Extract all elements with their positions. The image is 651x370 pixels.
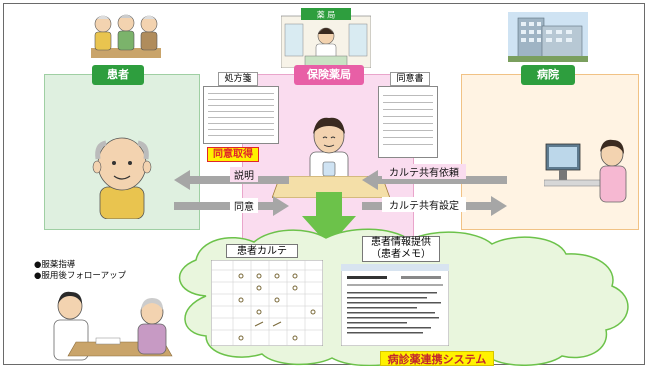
guidance-item-medication: ●服薬指導 — [34, 260, 76, 270]
pharmacist-consultation-illustration — [53, 291, 173, 361]
down-arrow-to-system — [302, 192, 356, 246]
left-flow-top-label: 説明 — [230, 167, 258, 182]
prescription-label: 処方箋 — [218, 72, 258, 86]
prescription-document — [203, 86, 279, 144]
right-flow-top-label: カルテ共有依頼 — [382, 164, 466, 179]
hospital-building-illustration — [508, 12, 588, 62]
pharmacy-storefront-illustration: 薬 局 — [281, 8, 371, 68]
pharmacy-sign: 薬 局 — [317, 10, 336, 20]
left-flow-bottom-label: 同意 — [230, 198, 258, 213]
pharmacist-illustration — [309, 117, 349, 183]
patient-info-title-line2: （患者メモ） — [371, 249, 431, 260]
consent-form-label: 同意書 — [390, 72, 430, 86]
hospital-staff-computer-illustration — [544, 139, 627, 203]
consent-badge: 同意取得 — [207, 147, 259, 162]
counter-desk — [272, 176, 390, 198]
guidance-list: ●服薬指導 ●服用後フォローアップ — [34, 260, 126, 282]
pharmacy-label: 保険薬局 — [294, 65, 364, 85]
patient-memo-screen — [341, 264, 449, 346]
diagram-frame: 薬 局 患者 保険薬局 病院 処方箋 同意取得 同意書 — [3, 3, 645, 366]
system-name-label: 病診薬連携システム — [380, 351, 494, 366]
hospital-label: 病院 — [521, 65, 575, 85]
patient-label: 患者 — [92, 65, 144, 85]
patient-chart-table — [211, 260, 323, 346]
patient-info-title: 患者情報提供 （患者メモ） — [362, 236, 440, 262]
right-flow-bottom-label: カルテ共有設定 — [382, 197, 466, 212]
guidance-item-followup: ●服用後フォローアップ — [34, 271, 127, 281]
elderly-group-illustration — [91, 14, 161, 58]
elderly-patient-illustration — [92, 137, 152, 219]
patient-info-title-line1: 患者情報提供 — [371, 237, 431, 248]
consent-form-document — [378, 86, 438, 158]
patient-chart-title: 患者カルテ — [226, 244, 298, 258]
